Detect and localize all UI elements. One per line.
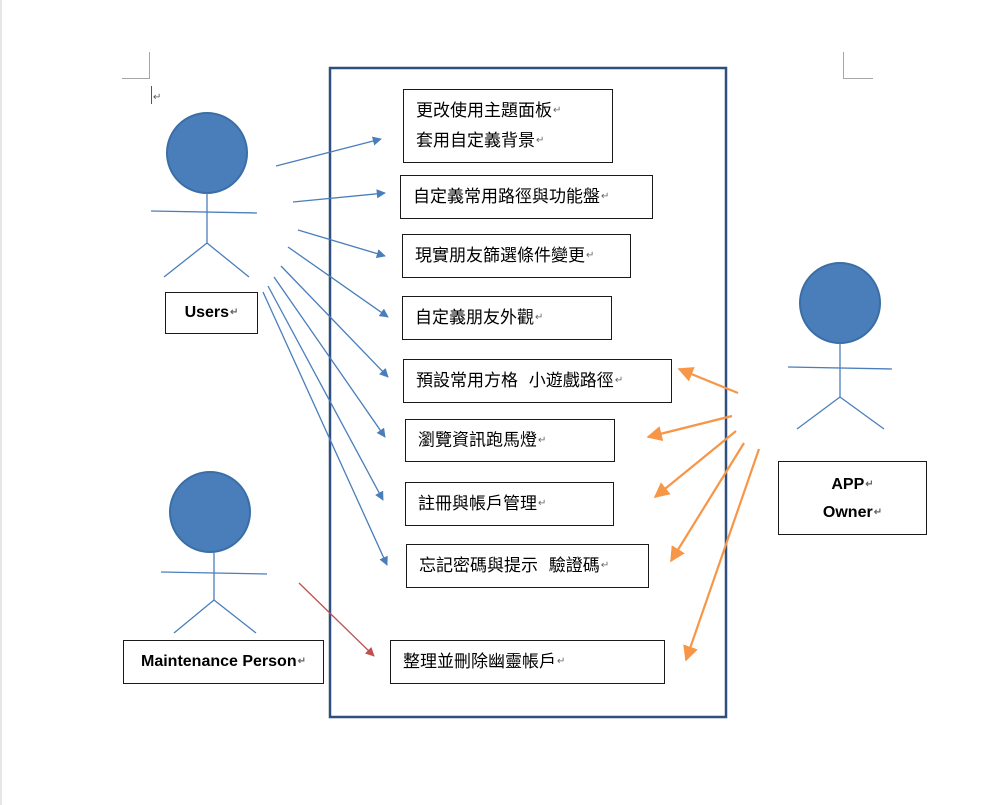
paragraph-mark: ↵ (538, 498, 547, 509)
users-arrow-2 (292, 189, 386, 203)
maintenance-label-box: Maintenance Person↵ (123, 640, 324, 684)
owner-arrow-5 (683, 448, 761, 662)
owner-arrow-2 (646, 414, 733, 442)
app-owner-actor (787, 262, 893, 430)
crop-mark-top-left-horizontal (122, 78, 150, 79)
maintenance-label: Maintenance Person (141, 653, 297, 671)
app-owner-label-box: APP↵ Owner↵ (778, 461, 927, 535)
use-case-theme: 更改使用主題面板↵ 套用自定義背景↵ (403, 89, 613, 163)
use-case-friend-appearance-label: 自定義朋友外觀 (415, 308, 534, 328)
maintenance-actor-left-leg (173, 599, 215, 634)
maintenance-actor-arms (160, 571, 268, 575)
use-case-forgot-password: 忘記密碼與提示 驗證碼↵ (406, 544, 649, 588)
app-owner-actor-head (799, 262, 881, 344)
use-case-theme-line2: 套用自定義背景 (416, 131, 535, 151)
paragraph-mark: ↵ (557, 656, 566, 667)
users-actor-left-leg (163, 242, 208, 278)
system-boundary (328, 66, 728, 719)
use-case-account-management-label: 註冊與帳戶管理 (418, 494, 537, 514)
paragraph-mark: ↵ (535, 312, 544, 323)
crop-mark-top-right-vertical (843, 52, 844, 79)
paragraph-mark: ↵ (536, 135, 545, 146)
paragraph-mark: ↵ (538, 435, 547, 446)
users-arrow-7 (267, 285, 384, 501)
owner-arrow-1 (677, 367, 739, 395)
users-arrow-6 (273, 276, 386, 438)
users-arrow-3 (297, 229, 386, 259)
app-owner-actor-arms (787, 366, 893, 370)
maintenance-actor-head (169, 471, 251, 553)
maintenance-actor (160, 471, 268, 634)
use-case-default-grid: 預設常用方格 小遊戲路徑↵ (403, 359, 672, 403)
use-case-info-marquee: 瀏覽資訊跑馬燈↵ (405, 419, 615, 462)
use-case-forgot-password-label: 忘記密碼與提示 驗證碼 (419, 556, 600, 576)
paragraph-mark: ↵ (553, 105, 562, 116)
users-arrow-8 (262, 291, 388, 566)
paragraph-mark: ↵ (614, 375, 624, 386)
users-label: Users (184, 304, 230, 322)
app-owner-actor-left-leg (796, 396, 841, 430)
users-actor (150, 112, 258, 278)
paragraph-mark: ↵ (601, 191, 610, 202)
paragraph-mark: ↵ (297, 656, 306, 667)
owner-arrow-4 (670, 442, 745, 563)
paragraph-mark: ↵ (873, 507, 883, 519)
maintenance-actor-right-leg (213, 599, 257, 634)
use-case-info-marquee-label: 瀏覽資訊跑馬燈 (418, 430, 537, 451)
crop-mark-top-right-horizontal (843, 78, 873, 79)
users-actor-right-leg (206, 242, 250, 278)
owner-arrow-3 (653, 430, 737, 498)
use-case-delete-ghost-accounts: 整理並刪除幽靈帳戶↵ (390, 640, 665, 684)
users-actor-arms (150, 210, 258, 214)
use-case-delete-ghost-accounts-label: 整理並刪除幽靈帳戶 (403, 652, 556, 672)
use-case-friend-filter-label: 現實朋友篩選條件變更 (415, 246, 585, 266)
use-case-custom-paths-label: 自定義常用路徑與功能盤 (413, 187, 600, 207)
maintenance-arrow (298, 582, 375, 657)
app-owner-label-line2: Owner (822, 504, 873, 522)
app-owner-actor-right-leg (839, 396, 885, 430)
crop-mark-top-left-vertical (149, 52, 150, 79)
users-arrow-4 (287, 246, 389, 318)
paragraph-mark: ↵ (230, 307, 239, 318)
paragraph-mark: ↵ (586, 250, 595, 261)
users-arrow-1 (275, 136, 382, 167)
page-margin-border (0, 0, 2, 805)
use-case-custom-paths: 自定義常用路徑與功能盤↵ (400, 175, 653, 219)
use-case-default-grid-label: 預設常用方格 小遊戲路徑 (416, 371, 614, 391)
text-cursor (151, 86, 152, 104)
use-case-theme-line1: 更改使用主題面板 (416, 101, 552, 121)
use-case-friend-appearance: 自定義朋友外觀↵ (402, 296, 612, 340)
use-case-account-management: 註冊與帳戶管理↵ (405, 482, 614, 526)
paragraph-mark: ↵ (153, 92, 162, 103)
paragraph-mark: ↵ (865, 479, 874, 490)
users-arrow-5 (280, 265, 389, 378)
app-owner-label-line1: APP (831, 476, 865, 494)
paragraph-mark: ↵ (600, 560, 610, 571)
users-actor-head (166, 112, 248, 194)
use-case-friend-filter: 現實朋友篩選條件變更↵ (402, 234, 631, 278)
users-label-box: Users↵ (165, 292, 258, 334)
